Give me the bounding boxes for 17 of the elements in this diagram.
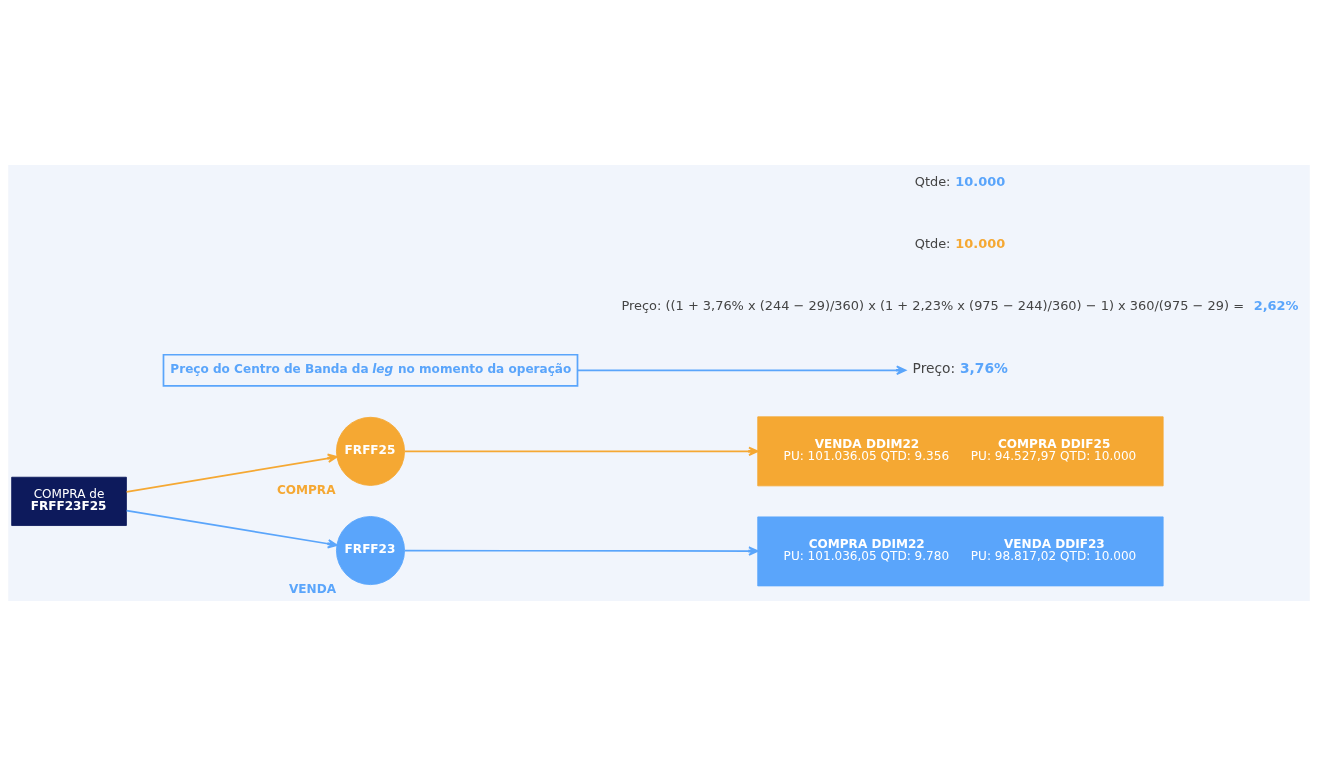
label: Preço: ((1 + 3,76% x (244 − 29)/360) x (1 + 2,23% x (975 − 244)/360) − 1) x 360/(975 − 29) = 2,62% xyxy=(621,298,1299,314)
node-label: COMPRA xyxy=(276,483,336,498)
label: Qtde: 10.000 xyxy=(914,236,1006,252)
node-text: Preço: 3,76% xyxy=(912,359,1008,376)
arrow xyxy=(125,453,338,493)
node-circle: FRFF23 xyxy=(336,516,405,586)
arrow xyxy=(125,509,338,549)
node-box: COMPRA de FRFF23F25 xyxy=(11,476,127,526)
node-box: Preço do Centro de Banda da leg no momento da operação xyxy=(162,353,579,387)
arrow xyxy=(576,365,907,376)
arrow xyxy=(403,546,759,556)
node-box: VENDA DDIM22 PU: 101.036.05 QTD: 9.356 COMPRA DDIF25 PU: 94.527,97 QTD: 10.000 xyxy=(757,416,1164,487)
node-label: VENDA xyxy=(288,582,337,597)
node-circle: FRFF25 xyxy=(336,416,405,486)
node-box: COMPRA DDIM22 PU: 101.036,05 QTD: 9.780 VENDA DDIF23 PU: 98.817,02 QTD: 10.000 xyxy=(757,516,1164,587)
arrow xyxy=(403,446,759,457)
label: Qtde: 10.000 xyxy=(914,174,1006,190)
